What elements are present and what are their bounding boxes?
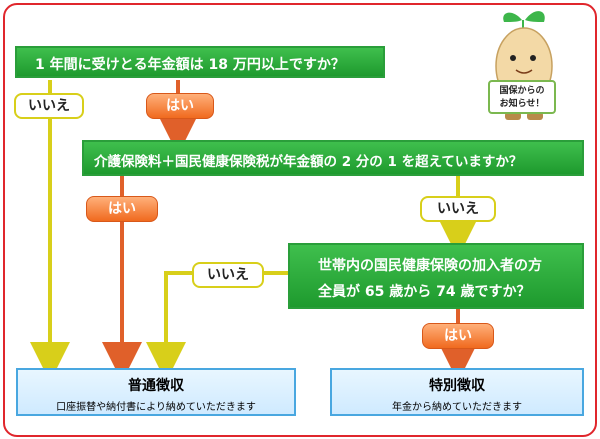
question-3-line2: 全員が 65 歳から 74 歳ですか？ bbox=[318, 284, 531, 300]
result-normal-collection: 普通徴収 口座振替や納付書により納めていただきます bbox=[16, 368, 296, 416]
mascot-sign-line2: お知らせ！ bbox=[499, 99, 545, 109]
q2-no-label: いいえ bbox=[420, 196, 496, 222]
result-normal-title: 普通徴収 bbox=[128, 378, 184, 394]
question-1-text: 1 年間に受けとる年金額は 18 万円以上ですか？ bbox=[35, 57, 345, 73]
question-2-text: 介護保険料＋国民健康保険税が年金額の 2 分の 1 を超えていますか？ bbox=[94, 154, 523, 170]
result-special-title: 特別徴収 bbox=[429, 378, 485, 394]
result-special-subtitle: 年金から納めていただきます bbox=[392, 402, 522, 413]
mascot-sign: 国保からの お知らせ！ bbox=[488, 80, 556, 114]
q3-no-label: いいえ bbox=[192, 262, 264, 288]
question-2-box: 介護保険料＋国民健康保険税が年金額の 2 分の 1 を超えていますか？ bbox=[82, 140, 584, 176]
result-special-collection: 特別徴収 年金から納めていただきます bbox=[330, 368, 584, 416]
result-normal-subtitle: 口座振替や納付書により納めていただきます bbox=[56, 402, 256, 413]
mascot-sign-line1: 国保からの bbox=[499, 86, 545, 96]
q3-yes-label: はい bbox=[422, 323, 494, 349]
q1-yes-label: はい bbox=[146, 93, 214, 119]
question-3-box: 世帯内の国民健康保険の加入者の方 全員が 65 歳から 74 歳ですか？ bbox=[288, 243, 584, 309]
q2-yes-label: はい bbox=[86, 196, 158, 222]
question-1-box: 1 年間に受けとる年金額は 18 万円以上ですか？ bbox=[15, 46, 385, 78]
q1-no-label: いいえ bbox=[14, 93, 84, 119]
question-3-line1: 世帯内の国民健康保険の加入者の方 bbox=[318, 258, 542, 274]
